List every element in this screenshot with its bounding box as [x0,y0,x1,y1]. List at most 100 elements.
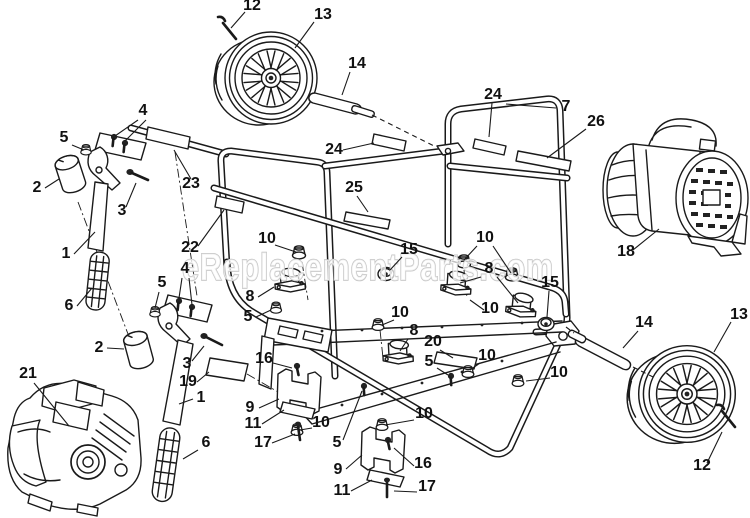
leader-line-6 [182,449,199,460]
leader-line-8 [496,276,519,304]
callout-10: 10 [478,347,496,364]
callout-22: 22 [181,239,199,256]
leader-line-8 [459,276,482,284]
callout-6: 6 [202,434,211,451]
handle-upper [54,131,150,311]
callout-7: 7 [562,98,571,115]
leader-line-17 [393,490,418,493]
leader-line-5 [154,291,160,309]
callout-10: 10 [476,229,494,246]
callout-19: 19 [179,373,197,390]
leader-line-20 [439,349,454,359]
axle-bottom [565,326,656,379]
leader-line-2 [106,347,125,350]
callout-10: 10 [312,414,330,431]
leader-line-10 [525,377,551,382]
leader-line-4 [114,119,139,137]
leader-line-13 [294,21,315,49]
leader-line-15 [389,256,403,271]
callout-9: 9 [246,399,255,416]
leader-line-5 [255,309,272,318]
watermark: eReplacementParts.com [182,247,554,289]
leader-line-10 [299,427,313,431]
decal-plates [145,126,572,382]
leader-line-12 [706,431,723,464]
leader-line-11 [350,479,373,492]
callout-14: 14 [348,55,366,72]
leader-line-24 [488,102,493,138]
leader-line-9 [258,398,280,409]
leader-line-7 [505,103,557,109]
leader-line-25 [356,195,369,213]
callout-13: 13 [730,306,748,323]
callout-5: 5 [244,308,253,325]
callout-17: 17 [254,434,272,451]
callout-16: 16 [414,455,432,472]
leader-line-10 [469,362,481,371]
leader-line-10 [469,299,485,311]
wheel-top [214,32,317,125]
callout-13: 13 [314,6,332,23]
leader-line-18 [632,228,660,251]
callout-24: 24 [484,86,502,103]
leader-line-16 [272,362,293,369]
leader-line-5 [71,144,85,151]
leader-line-10 [463,245,478,261]
handle-cap-lower [122,330,154,370]
callout-12: 12 [693,457,711,474]
callout-1: 1 [197,389,206,406]
leader-line-12 [230,11,246,29]
callout-3: 3 [118,202,127,219]
callout-10: 10 [415,405,433,422]
callout-17: 17 [418,478,436,495]
leader-line-10 [274,244,297,253]
leader-line-22 [197,209,225,247]
callout-2: 2 [95,339,104,356]
alternator [602,118,749,257]
leader-line-4 [188,277,193,306]
callout-8: 8 [246,288,255,305]
leader-line-10 [381,319,395,326]
callout-3: 3 [183,355,192,372]
grip-upper [85,251,110,311]
leader-line-16 [393,447,415,467]
callout-9: 9 [334,461,343,478]
leader-line-26 [546,128,587,159]
callout-11: 11 [334,482,351,499]
grip-lower [151,427,181,503]
callout-11: 11 [245,415,262,432]
bracket-set-center [360,426,406,499]
callout-10: 10 [391,304,409,321]
callout-14: 14 [635,314,653,331]
leader-line-11 [261,409,285,425]
callout-26: 26 [587,113,605,130]
leader-line-13 [713,321,732,353]
callout-16: 16 [255,350,273,367]
bolt-3-upper [126,169,150,182]
leader-line-23 [173,149,192,180]
leader-line-4 [178,277,183,299]
callout-5: 5 [158,274,167,291]
leader-line-5 [342,390,363,441]
callout-4: 4 [181,260,190,277]
leader-line-1 [73,231,96,255]
callout-10: 10 [258,230,276,247]
leader-line-6 [76,287,93,307]
frame [77,99,580,454]
leader-line-2 [44,178,60,189]
leader-line-21 [33,382,70,427]
leader-line-1 [178,398,194,405]
callout-24: 24 [325,141,343,158]
leader-line-15 [546,290,550,318]
hitch-pin-top [216,15,238,41]
callout-15: 15 [541,274,559,291]
leader-line-19 [196,371,210,383]
callout-23: 23 [182,175,200,192]
callout-5: 5 [425,353,434,370]
leader-line-3 [125,182,137,208]
callout-5: 5 [60,129,69,146]
handle-lower [122,294,224,503]
handle-cap-upper [54,154,87,194]
callout-2: 2 [33,179,42,196]
wheel-bottom [627,346,735,444]
